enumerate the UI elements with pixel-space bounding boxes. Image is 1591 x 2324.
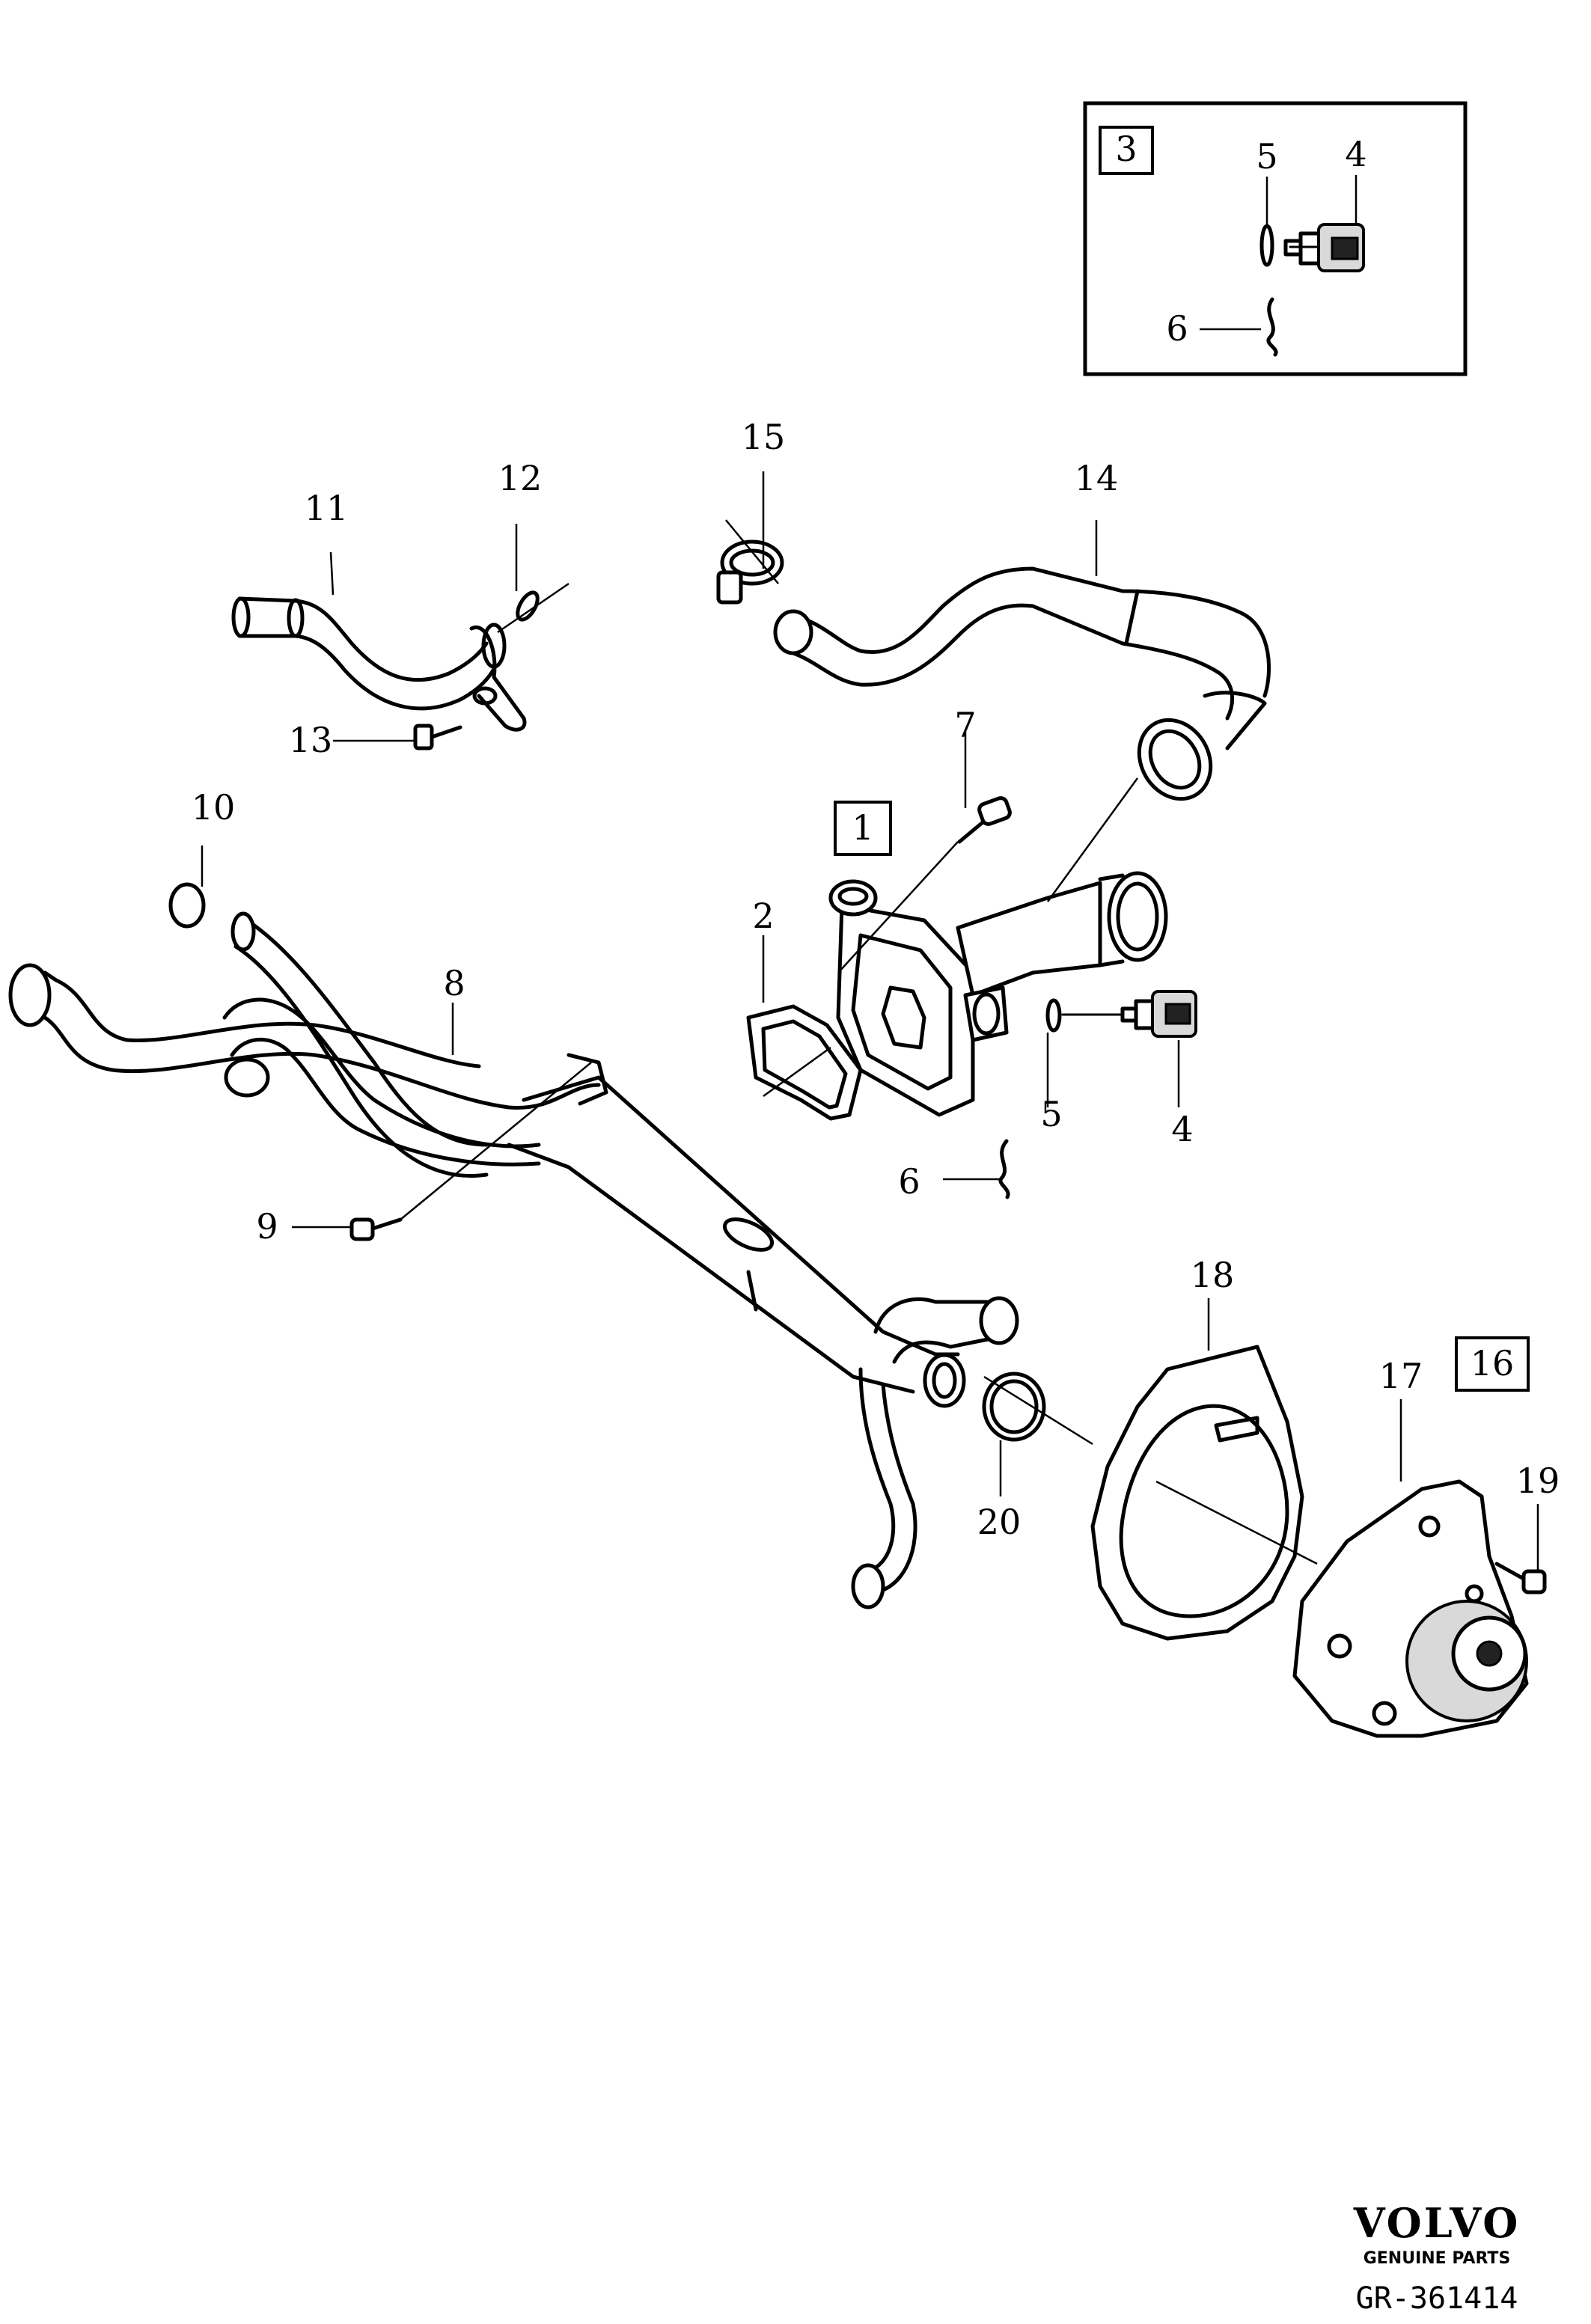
volvo-logo: VOLVO [1353, 2199, 1521, 2247]
inset-box-3-label: 3 [1115, 129, 1137, 169]
label-4: 4 [1171, 1109, 1193, 1149]
o-ring-20-icon [982, 1372, 1046, 1442]
label-18: 18 [1191, 1255, 1235, 1295]
o-ring-10-icon [168, 882, 206, 929]
brand-block: VOLVO GENUINE PARTS GR-361414 [1353, 2199, 1521, 2316]
label-10: 10 [192, 787, 236, 828]
inset-label-6: 6 [1166, 308, 1188, 349]
bolt-19-icon [1494, 1562, 1547, 1594]
inset-label-5: 5 [1256, 136, 1277, 177]
label-6: 6 [898, 1161, 920, 1202]
label-11: 11 [305, 488, 349, 528]
temperature-sensor-4-icon [1061, 990, 1197, 1038]
label-1: 1 [852, 807, 873, 848]
pump-pulley-icon [1405, 1600, 1528, 1722]
label-2: 2 [752, 896, 774, 936]
leader-lines [201, 471, 1539, 1571]
coolant-hose-14 [773, 566, 1271, 801]
inset-panel: 3 5 4 6 [1083, 101, 1468, 376]
gasket-18-icon [1090, 1345, 1304, 1641]
box-1-frame [834, 801, 892, 856]
bolt-13-icon [413, 724, 462, 750]
label-20: 20 [977, 1502, 1022, 1542]
inset-retaining-clip-icon [1266, 297, 1278, 357]
label-19: 19 [1516, 1461, 1560, 1501]
o-ring-5-icon [1045, 998, 1062, 1033]
box-16-frame [1455, 1336, 1530, 1392]
label-12: 12 [498, 458, 543, 498]
brand-tagline: GENUINE PARTS [1364, 2249, 1511, 2268]
label-9: 9 [256, 1206, 278, 1247]
inset-frame [1083, 101, 1468, 376]
o-ring-12-icon [516, 590, 540, 622]
thermostat-housing [828, 871, 1168, 1117]
label-8: 8 [443, 963, 465, 1003]
label-13: 13 [289, 720, 333, 760]
coolant-pipe-8 [8, 911, 1019, 1609]
label-17: 17 [1379, 1356, 1423, 1396]
water-pump-17 [1292, 1479, 1529, 1738]
coolant-pipe-11 [231, 596, 527, 732]
bolt-9-icon [349, 1217, 403, 1241]
inset-label-4: 4 [1345, 134, 1366, 174]
label-15: 15 [742, 417, 786, 457]
label-14: 14 [1075, 458, 1119, 498]
callout-labels: 11 12 13 15 14 7 1 2 5 4 6 10 8 9 18 16 … [192, 417, 1560, 1542]
label-7: 7 [954, 705, 976, 745]
bolt-7-icon [957, 796, 1012, 844]
label-16: 16 [1471, 1343, 1515, 1383]
reference-code: GR-361414 [1356, 2281, 1518, 2316]
inset-o-ring-icon [1259, 224, 1274, 267]
inset-temperature-sensor-icon [1283, 223, 1365, 272]
label-5: 5 [1040, 1094, 1062, 1134]
retaining-clip-6-icon [998, 1139, 1010, 1199]
inset-box-3-frame [1099, 126, 1154, 175]
gasket-2-icon [746, 1004, 863, 1121]
